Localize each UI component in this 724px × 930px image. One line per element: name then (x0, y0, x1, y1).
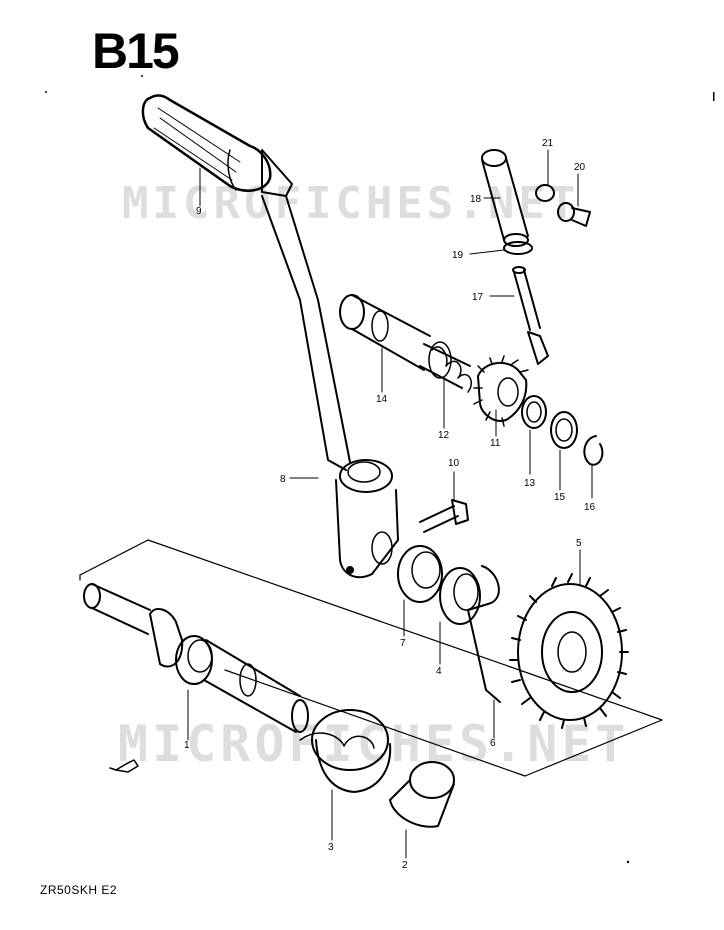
pinion-shaft-17 (512, 266, 549, 365)
callout-1: 1 (184, 740, 190, 751)
bolt-10 (419, 499, 469, 533)
bolt-20 (557, 202, 591, 227)
scan-specks (45, 75, 715, 864)
washer-15 (550, 411, 578, 449)
spacer-4 (439, 567, 481, 625)
washer-21 (535, 184, 555, 202)
leader-lines (187, 149, 593, 859)
callout-2: 2 (402, 860, 408, 871)
shaft-sleeve-2 (389, 761, 455, 828)
callout-15: 15 (554, 492, 566, 503)
oil-pump-guide (481, 149, 529, 247)
washer-13 (521, 395, 547, 429)
page-code: B15 (92, 23, 180, 79)
callout-10: 10 (448, 458, 460, 469)
callout-17: 17 (472, 292, 484, 303)
return-spring-3 (299, 709, 392, 793)
callout-5: 5 (576, 538, 582, 549)
spring-guide-6 (467, 565, 501, 703)
assembly-bracket (79, 539, 663, 777)
callout-19: 19 (452, 250, 464, 261)
circlip-16 (583, 435, 604, 466)
starter-shaft-1 (83, 583, 309, 733)
callout-3: 3 (328, 842, 334, 853)
bearing-7 (397, 545, 443, 603)
callout-11: 11 (490, 438, 501, 449)
callout-20: 20 (574, 162, 586, 173)
kick-shaft (339, 294, 471, 389)
kick-starter-lever (141, 94, 399, 579)
kick-gear (473, 355, 529, 427)
callout-8: 8 (280, 474, 286, 485)
callout-18: 18 (470, 194, 482, 205)
callout-7: 7 (400, 638, 406, 649)
callout-4: 4 (436, 666, 442, 677)
callout-13: 13 (524, 478, 536, 489)
callout-16: 16 (584, 502, 596, 513)
callout-14: 14 (376, 394, 388, 405)
callout-9: 9 (196, 206, 202, 217)
front-arrow-icon (109, 759, 139, 773)
callout-12: 12 (438, 430, 450, 441)
callout-21: 21 (542, 138, 554, 149)
watermark-top: MICROFICHES.NET (122, 178, 580, 229)
kick-spring (431, 346, 472, 393)
callout-6: 6 (490, 738, 496, 749)
callout-labels: 9 18 21 20 19 17 14 12 11 13 15 16 10 8 … (184, 138, 596, 871)
o-ring-19 (503, 241, 533, 255)
idle-gear-5 (509, 573, 629, 729)
model-code: ZR50SKH E2 (40, 883, 118, 897)
